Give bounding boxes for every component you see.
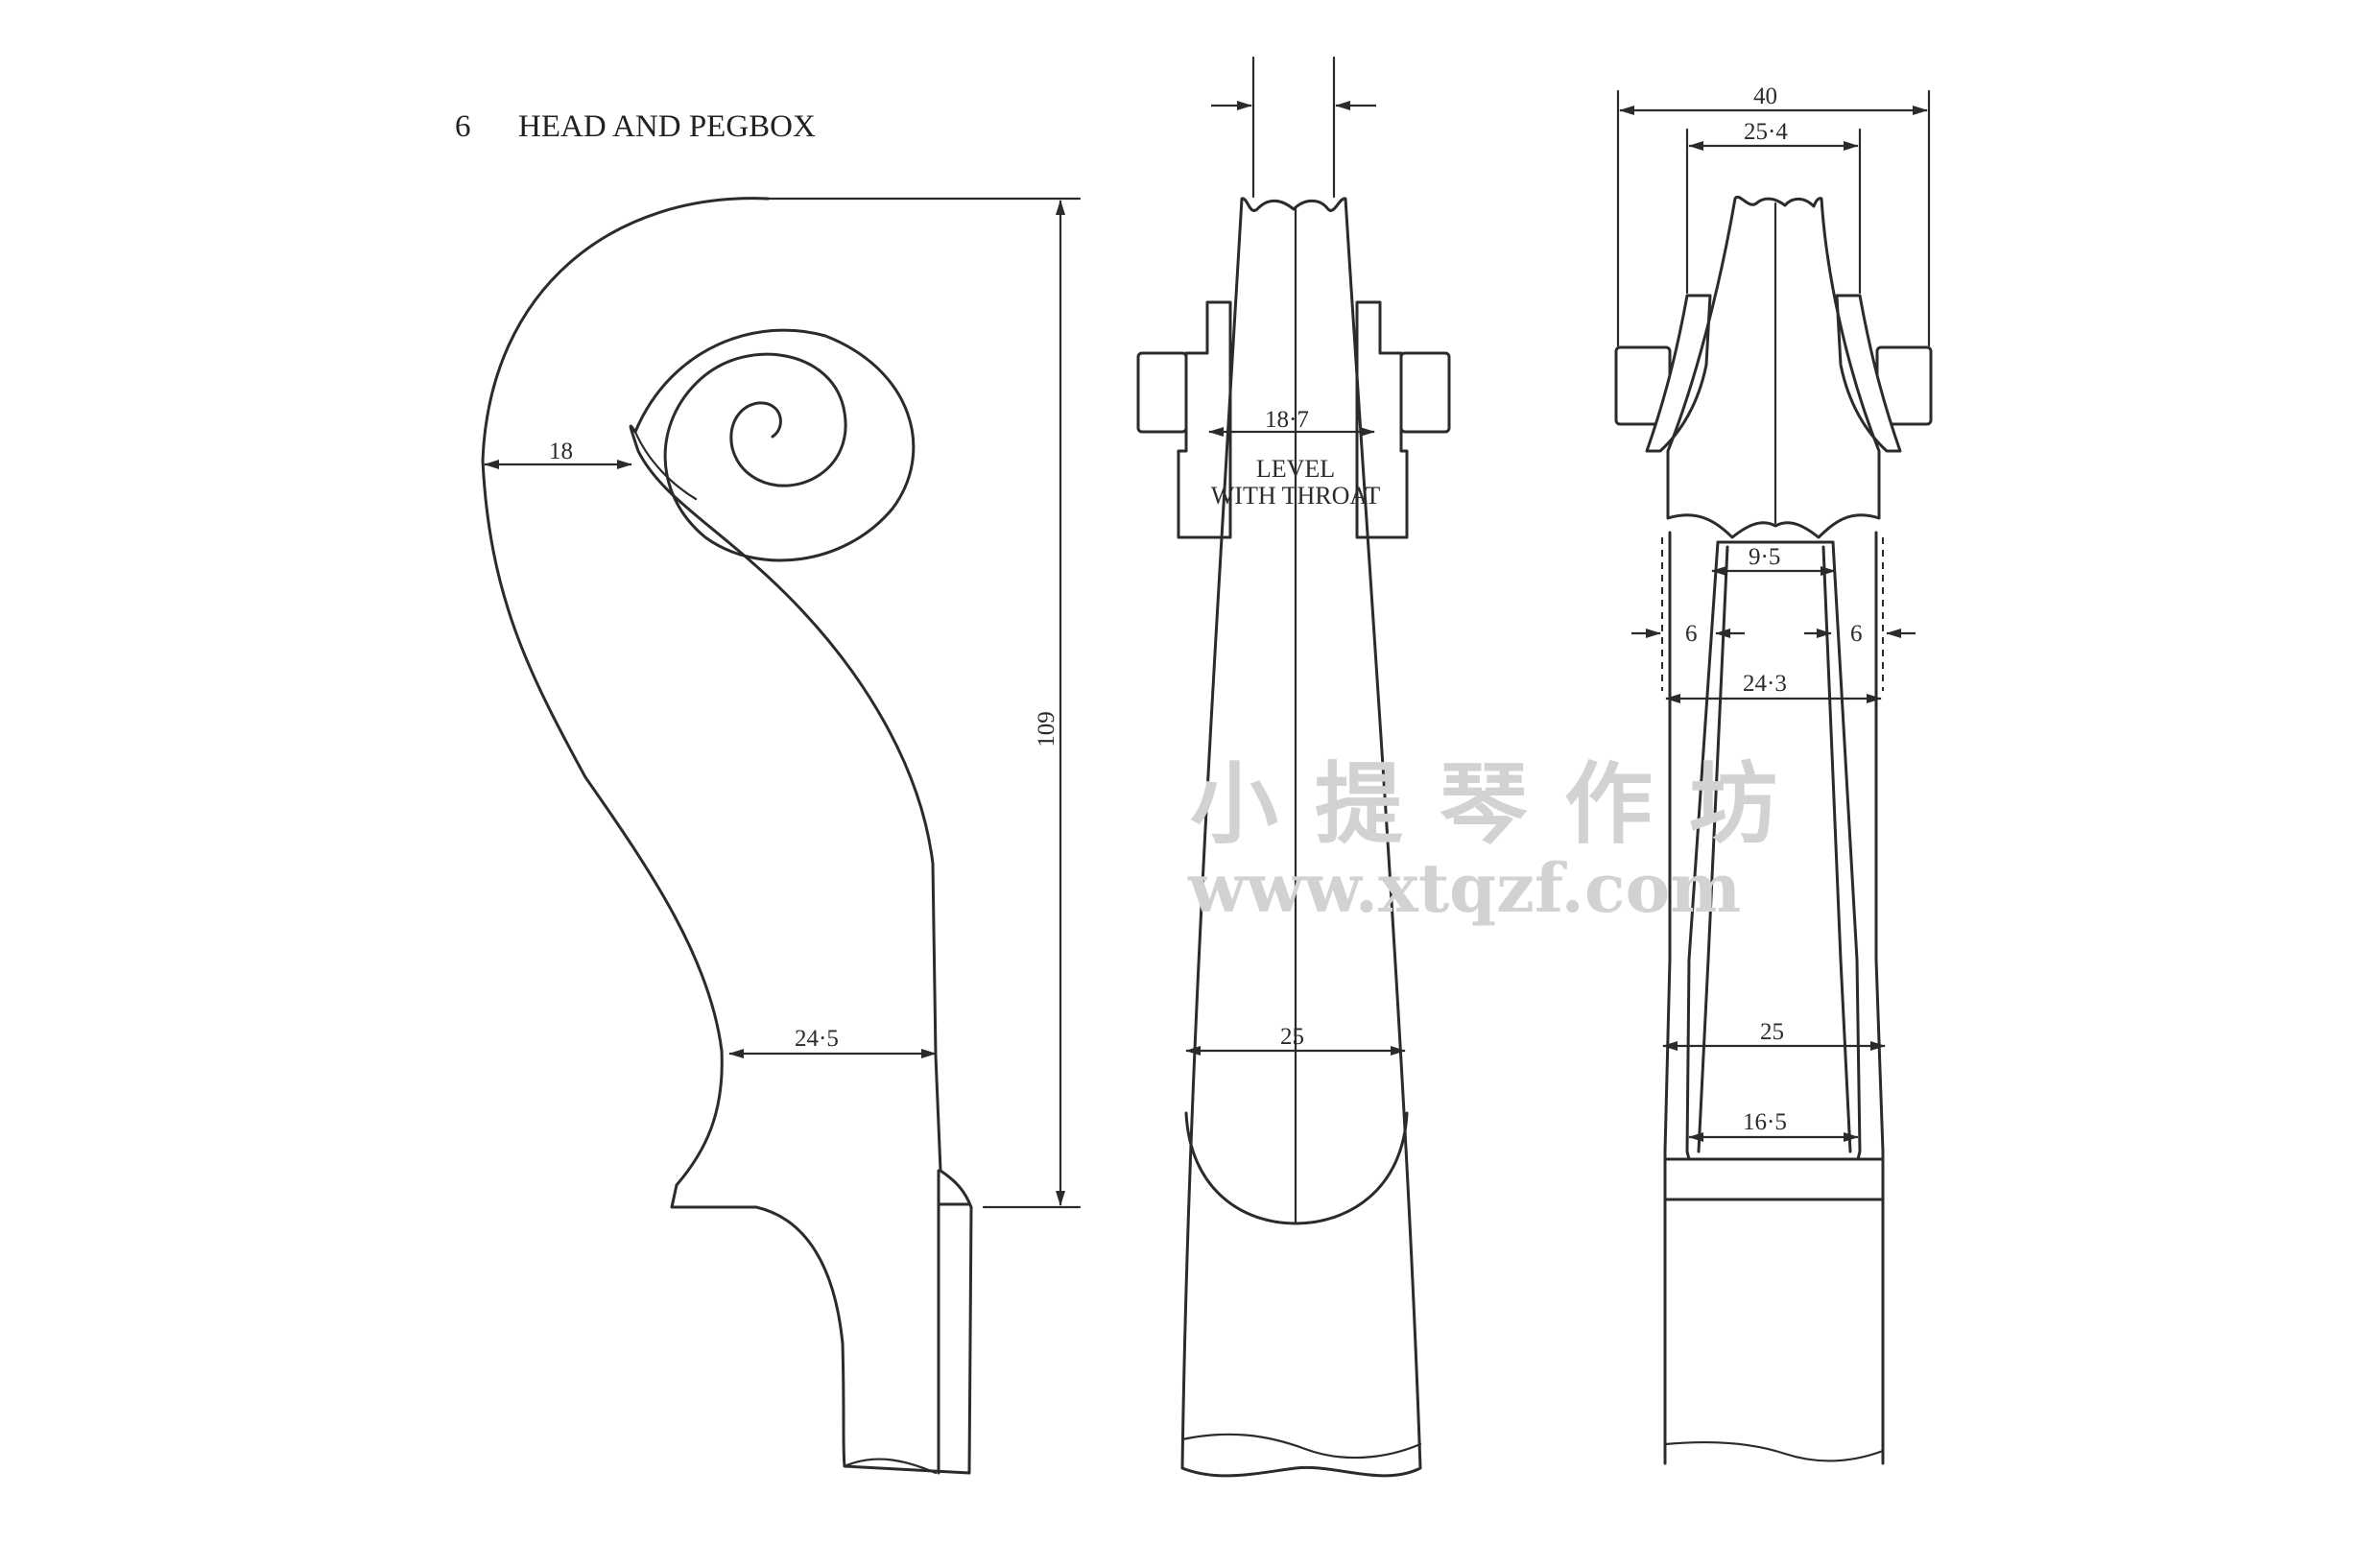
channel-right	[1821, 545, 1852, 1153]
back-cheek-right	[1835, 294, 1902, 453]
side-cut	[843, 1458, 938, 1475]
figure-title: HEAD AND PEGBOX	[518, 109, 816, 144]
channel-left	[1697, 545, 1729, 1153]
watermark-chinese: 小提琴作坊	[1190, 752, 1814, 856]
scroll-outline	[481, 197, 973, 1475]
heel-curve	[1184, 1111, 1409, 1225]
scroll-turn-inner	[633, 430, 698, 501]
note-level: LEVEL	[1256, 455, 1335, 483]
dim-109-label: 109	[1034, 711, 1059, 748]
front-neck-outline	[1180, 197, 1422, 1478]
back-neck-right-outer	[1874, 531, 1885, 1465]
note-with-throat: WITH THROAT	[1211, 482, 1381, 510]
dim-6-right-label: 6	[1850, 621, 1863, 647]
dim-18-7-label: 18·7	[1265, 407, 1309, 433]
dim-40-label: 40	[1753, 83, 1777, 109]
dim-16-5-label: 16·5	[1743, 1109, 1787, 1135]
cheek-left	[1177, 300, 1232, 539]
figure-number: 6	[455, 109, 471, 144]
scroll-volute	[633, 328, 916, 562]
dim-25-4-label: 25·4	[1744, 119, 1788, 145]
dim-6-left-label: 6	[1685, 621, 1698, 647]
back-cheek-left	[1645, 294, 1712, 453]
dim-back-25-label: 25	[1760, 1019, 1784, 1045]
back-neck-left-inner	[1685, 540, 1720, 1161]
dim-front-25-label: 25	[1280, 1024, 1304, 1050]
back-cut	[1663, 1440, 1885, 1462]
dim-24-3-label: 24·3	[1743, 671, 1787, 697]
back-view: 40 25·4 9·5	[1614, 83, 1933, 1465]
front-view: 18·7 LEVEL WITH THROAT 25	[1136, 56, 1451, 1478]
dim-18-label: 18	[549, 439, 573, 464]
back-pegbox-plate	[1666, 195, 1881, 539]
cheek-right	[1355, 300, 1409, 539]
back-neck-left-outer	[1663, 531, 1672, 1465]
back-neck-right-inner	[1831, 540, 1862, 1161]
peg-right	[1399, 351, 1451, 434]
front-cut	[1180, 1433, 1422, 1460]
watermark-url: www.xtqzf.com	[1187, 848, 1741, 928]
dim-9-5-label: 9·5	[1749, 544, 1780, 570]
peg-left	[1136, 351, 1188, 434]
dim-24-5-label: 24·5	[795, 1026, 839, 1052]
side-view: 18 24·5 109	[481, 197, 1082, 1475]
